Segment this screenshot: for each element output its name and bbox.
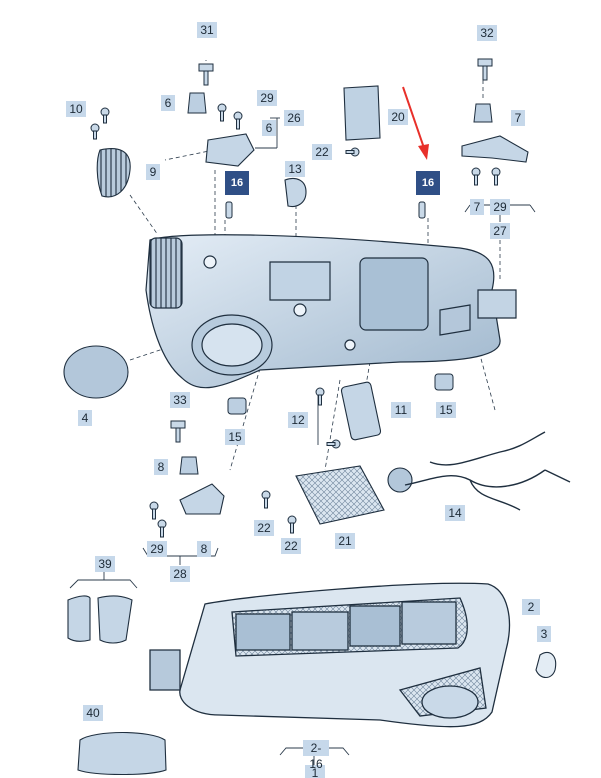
callout-39: 39 [95, 556, 115, 572]
nut-parts [179, 92, 493, 475]
callout-29b: 29 [490, 199, 510, 215]
callout-22b: 22 [254, 520, 274, 536]
callout-29c: 29 [147, 541, 167, 557]
callout-20: 20 [388, 109, 408, 125]
callout-40: 40 [83, 705, 103, 721]
bracket-parts [63, 85, 557, 776]
callout-26: 26 [284, 110, 304, 126]
callout-11: 11 [391, 402, 411, 418]
callout-1: 1 [305, 765, 325, 778]
callout-7a: 7 [511, 110, 525, 126]
callout-28: 28 [170, 566, 190, 582]
callout-7b: 7 [470, 199, 484, 215]
callout-3: 3 [537, 626, 551, 642]
screw-parts [90, 58, 501, 538]
callout-12: 12 [288, 412, 308, 428]
wiring-harness [404, 431, 571, 511]
callout-22a: 22 [312, 144, 332, 160]
callout-22c: 22 [281, 538, 301, 554]
callout-32: 32 [477, 25, 497, 41]
callout-2-16: 2-16 [303, 740, 329, 771]
callout-13: 13 [285, 161, 305, 177]
callout-10: 10 [66, 101, 86, 117]
callout-8a: 8 [154, 459, 168, 475]
callout-16a: 16 [225, 171, 249, 195]
callout-15a: 15 [225, 429, 245, 445]
callout-6a: 6 [161, 95, 175, 111]
callout-6b: 6 [262, 120, 276, 136]
headlamp-housing [145, 234, 517, 389]
callout-8b: 8 [197, 541, 211, 557]
callout-27: 27 [490, 223, 510, 239]
callout-4: 4 [78, 410, 92, 426]
callout-9: 9 [146, 164, 160, 180]
callout-14: 14 [445, 505, 465, 521]
callout-16b: 16 [416, 171, 440, 195]
callout-29a: 29 [257, 90, 277, 106]
highlight-arrow [402, 86, 429, 160]
headlamp-lens [149, 582, 511, 728]
callout-31: 31 [197, 22, 217, 38]
callout-21: 21 [335, 533, 355, 549]
callout-2: 2 [522, 599, 540, 615]
callout-33: 33 [170, 392, 190, 408]
callout-15b: 15 [436, 402, 456, 418]
